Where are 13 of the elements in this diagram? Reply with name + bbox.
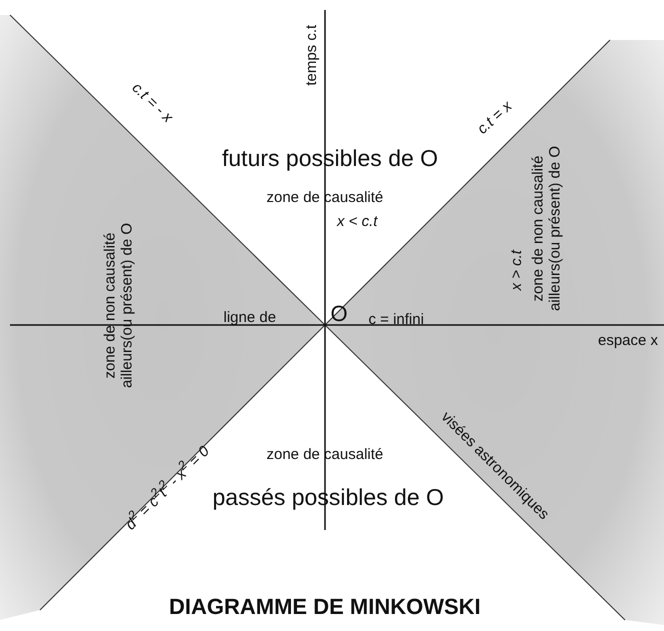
line-label: ligne de — [224, 310, 276, 326]
region-label: zone de causalité — [266, 446, 384, 463]
equation-label: c.t = x — [474, 98, 516, 138]
line-label: c = infini — [368, 312, 424, 328]
axis-label: espace x — [598, 332, 658, 349]
axis-label: temps c.t — [304, 24, 320, 86]
region-label: zone de non causalité ailleurs(ou présent) de O — [102, 221, 136, 390]
region-label: zone de non causalité ailleurs(ou présent) de O — [530, 144, 564, 313]
region-label: zone de causalité — [266, 190, 384, 206]
inequality-label: x > c.t — [508, 250, 526, 290]
diagram-title: DIAGRAMME DE MINKOWSKI — [169, 595, 481, 620]
inequality-label: x < c.t — [337, 214, 378, 230]
equation-label: c.t = - x — [128, 80, 176, 126]
